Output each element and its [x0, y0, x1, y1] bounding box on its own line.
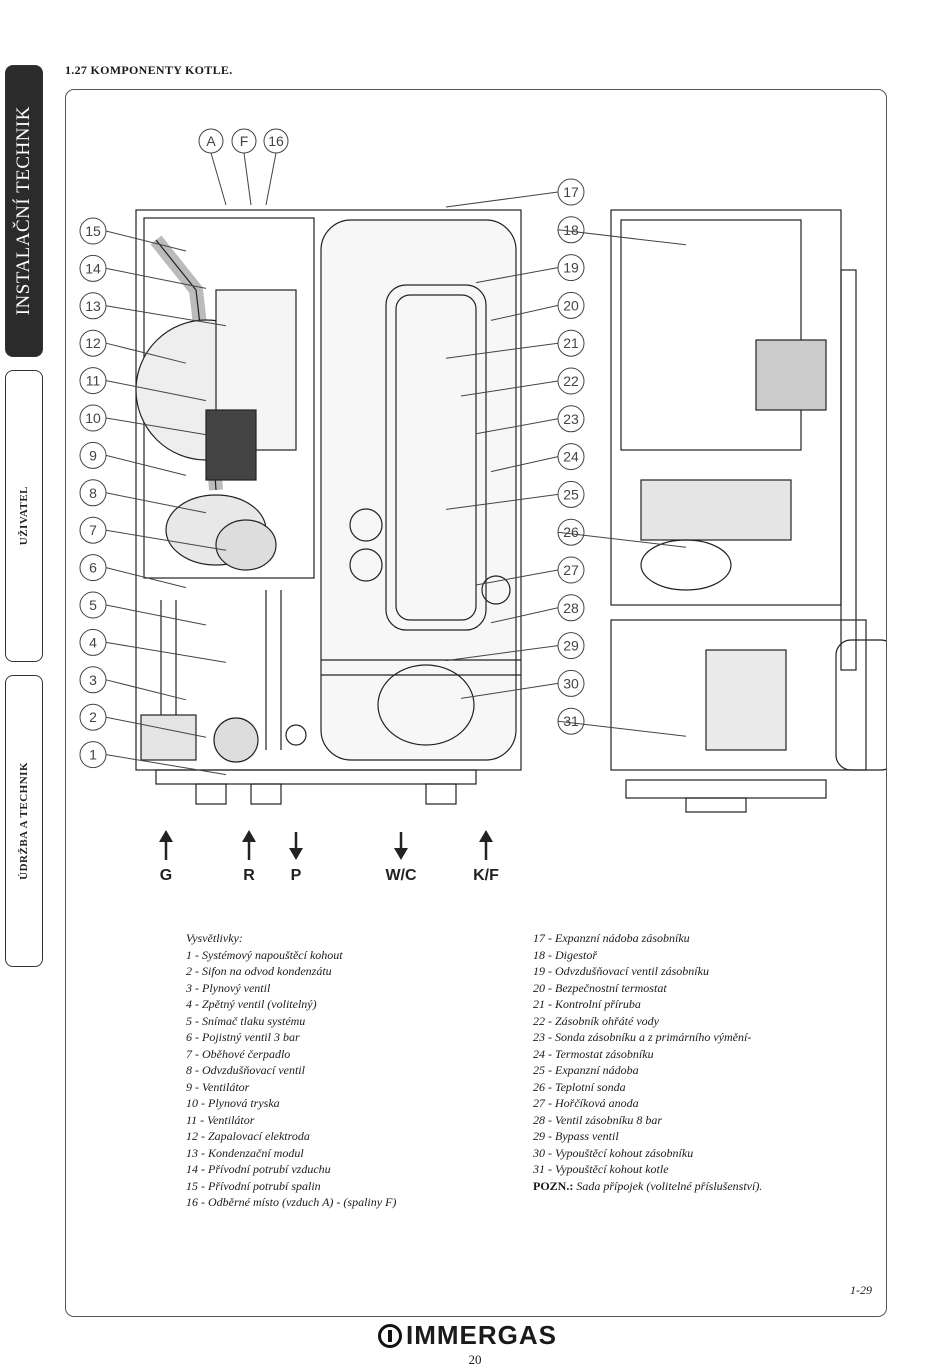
brand-mark-icon — [378, 1323, 402, 1348]
tab-udrzba[interactable]: ÚDRŽBA A TECHNIK — [5, 675, 43, 967]
legend-item: 1 - Systémový napouštěcí kohout — [186, 947, 343, 962]
legend-item: 9 - Ventilátor — [186, 1079, 250, 1094]
legend-item: 26 - Teplotní sonda — [533, 1079, 626, 1094]
callout-left: 8 — [89, 485, 97, 501]
callout-left: 5 — [89, 597, 97, 613]
legend-item: 16 - Odběrné místo (vzduch A) - (spaliny… — [186, 1195, 397, 1209]
legend-item: 10 - Plynová tryska — [186, 1096, 280, 1110]
callout-right: 31 — [563, 713, 579, 729]
callout-left: 14 — [85, 260, 101, 276]
legend-item: 28 - Ventil zásobníku 8 bar — [533, 1112, 662, 1127]
callout-left: 10 — [85, 410, 101, 426]
legend-item: 21 - Kontrolní příruba — [533, 997, 641, 1011]
legend-item: 8 - Odvzdušňovací ventil — [186, 1063, 305, 1077]
legend-item: 24 - Termostat zásobníku — [533, 1046, 654, 1061]
legend-item: 25 - Expanzní nádoba — [533, 1063, 639, 1077]
callout-right: 25 — [563, 486, 579, 502]
callout-left: 6 — [89, 560, 97, 576]
connection-label: P — [291, 867, 302, 884]
callout-left: 11 — [86, 373, 101, 389]
legend-item: 31 - Vypouštěcí kohout kotle — [533, 1162, 669, 1176]
section-title: 1.27 KOMPONENTY KOTLE. — [65, 63, 233, 77]
tab-label: ÚDRŽBA A TECHNIK — [18, 762, 30, 880]
callout-left: 2 — [89, 709, 97, 725]
legend-item: 20 - Bezpečnostní termostat — [533, 980, 667, 995]
callout-top: 16 — [268, 133, 284, 149]
callout-top: A — [206, 133, 216, 149]
callout-left: 7 — [89, 522, 97, 538]
legend-item: 13 - Kondenzační modul — [186, 1145, 304, 1160]
legend-item: 15 - Přívodní potrubí spalin — [186, 1178, 321, 1193]
callout-right: 18 — [563, 222, 579, 238]
legend-item: 12 - Zapalovací elektroda — [186, 1129, 310, 1143]
legend-item: 18 - Digestoř — [533, 947, 597, 962]
callout-right: 19 — [563, 260, 579, 276]
callout-right: 23 — [563, 411, 579, 427]
legend-item: 2 - Sifon na odvod kondenzátu — [186, 964, 332, 978]
callout-right: 22 — [563, 373, 579, 389]
brand-name: IMMERGAS — [406, 1320, 557, 1350]
callout-left: 15 — [85, 223, 101, 239]
legend-item: 4 - Zpětný ventil (volitelný) — [186, 997, 317, 1011]
legend-item: 3 - Plynový ventil — [186, 980, 271, 995]
connection-label: W/C — [385, 867, 417, 884]
callout-right: 29 — [563, 638, 579, 654]
page-number: 20 — [468, 1352, 482, 1367]
callout-top: F — [240, 133, 249, 149]
connection-label: K/F — [473, 867, 499, 884]
legend-item: 29 - Bypass ventil — [533, 1129, 619, 1143]
callout-right: 30 — [563, 675, 579, 691]
connection-label: G — [160, 867, 172, 884]
legend-item: 19 - Odvzdušňovací ventil zásobníku — [533, 964, 709, 978]
figure-number: 1-29 — [850, 1283, 872, 1297]
legend-item: 14 - Přívodní potrubí vzduchu — [186, 1162, 331, 1176]
legend-item: 17 - Expanzní nádoba zásobníku — [533, 931, 690, 945]
legend-item: 11 - Ventilátor — [186, 1112, 255, 1127]
legend-item: 30 - Vypouštěcí kohout zásobníku — [533, 1145, 694, 1160]
callout-left: 4 — [89, 634, 97, 650]
callout-right: 26 — [563, 524, 579, 540]
callout-right: 21 — [563, 335, 579, 351]
legend-item: 6 - Pojistný ventil 3 bar — [186, 1030, 300, 1044]
callout-left: 1 — [89, 747, 97, 763]
legend-item: 23 - Sonda zásobníku a z primárního výmě… — [533, 1030, 752, 1044]
legend-item: 7 - Oběhové čerpadlo — [186, 1046, 291, 1061]
callout-right: 17 — [563, 184, 579, 200]
legend-item: 5 - Snímač tlaku systému — [186, 1013, 306, 1028]
tab-label: UŽIVATEL — [18, 486, 30, 546]
callout-right: 20 — [563, 297, 579, 313]
brand-logo: IMMERGAS — [378, 1320, 557, 1351]
tab-instalacni-technik[interactable]: INSTALAČNÍ TECHNIK — [5, 65, 43, 357]
legend-title: Vysvětlivky: — [186, 931, 243, 945]
callout-right: 27 — [563, 562, 579, 578]
legend-item: 27 - Hořčíková anoda — [533, 1096, 639, 1110]
legend-left: Vysvětlivky: 1 - Systémový napouštěcí ko… — [186, 930, 396, 1211]
legend-right: 17 - Expanzní nádoba zásobníku 18 - Dige… — [533, 930, 762, 1194]
connection-label: R — [243, 867, 255, 884]
tab-uzivatel[interactable]: UŽIVATEL — [5, 370, 43, 662]
callout-left: 3 — [89, 672, 97, 688]
tab-label: INSTALAČNÍ TECHNIK — [13, 106, 34, 316]
callout-right: 24 — [563, 449, 579, 465]
callout-right: 28 — [563, 600, 579, 616]
legend-item: 22 - Zásobník ohřáté vody — [533, 1013, 659, 1028]
callout-left: 9 — [89, 447, 97, 463]
callout-left: 13 — [85, 298, 101, 314]
legend-note: POZN.: Sada přípojek (volitelné přísluše… — [533, 1178, 763, 1193]
callout-left: 12 — [85, 335, 101, 351]
